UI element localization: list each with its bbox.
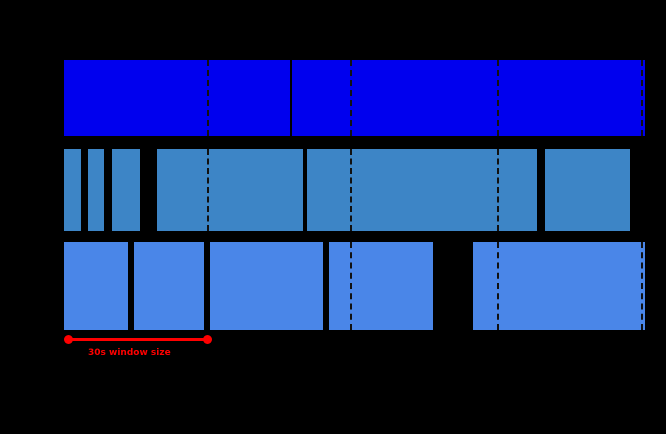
row-middle [0, 149, 666, 231]
bar-segment[interactable] [473, 242, 645, 330]
window-size-label: 30s window size [88, 348, 171, 358]
bar-segment[interactable] [210, 242, 323, 330]
window-size-arrow [68, 338, 208, 341]
bar-segment[interactable] [88, 149, 104, 231]
bar-segment[interactable] [157, 149, 303, 231]
bar-segment[interactable] [545, 149, 630, 231]
bar-segment[interactable] [307, 149, 537, 231]
bar-segment[interactable] [112, 149, 140, 231]
bar-segment[interactable] [64, 60, 290, 136]
bar-segment[interactable] [134, 242, 204, 330]
row-top [0, 60, 666, 136]
bar-segment[interactable] [329, 242, 433, 330]
row-bottom [0, 242, 666, 330]
bar-segment[interactable] [292, 60, 645, 136]
bar-segment[interactable] [64, 149, 81, 231]
bar-segment[interactable] [64, 242, 128, 330]
